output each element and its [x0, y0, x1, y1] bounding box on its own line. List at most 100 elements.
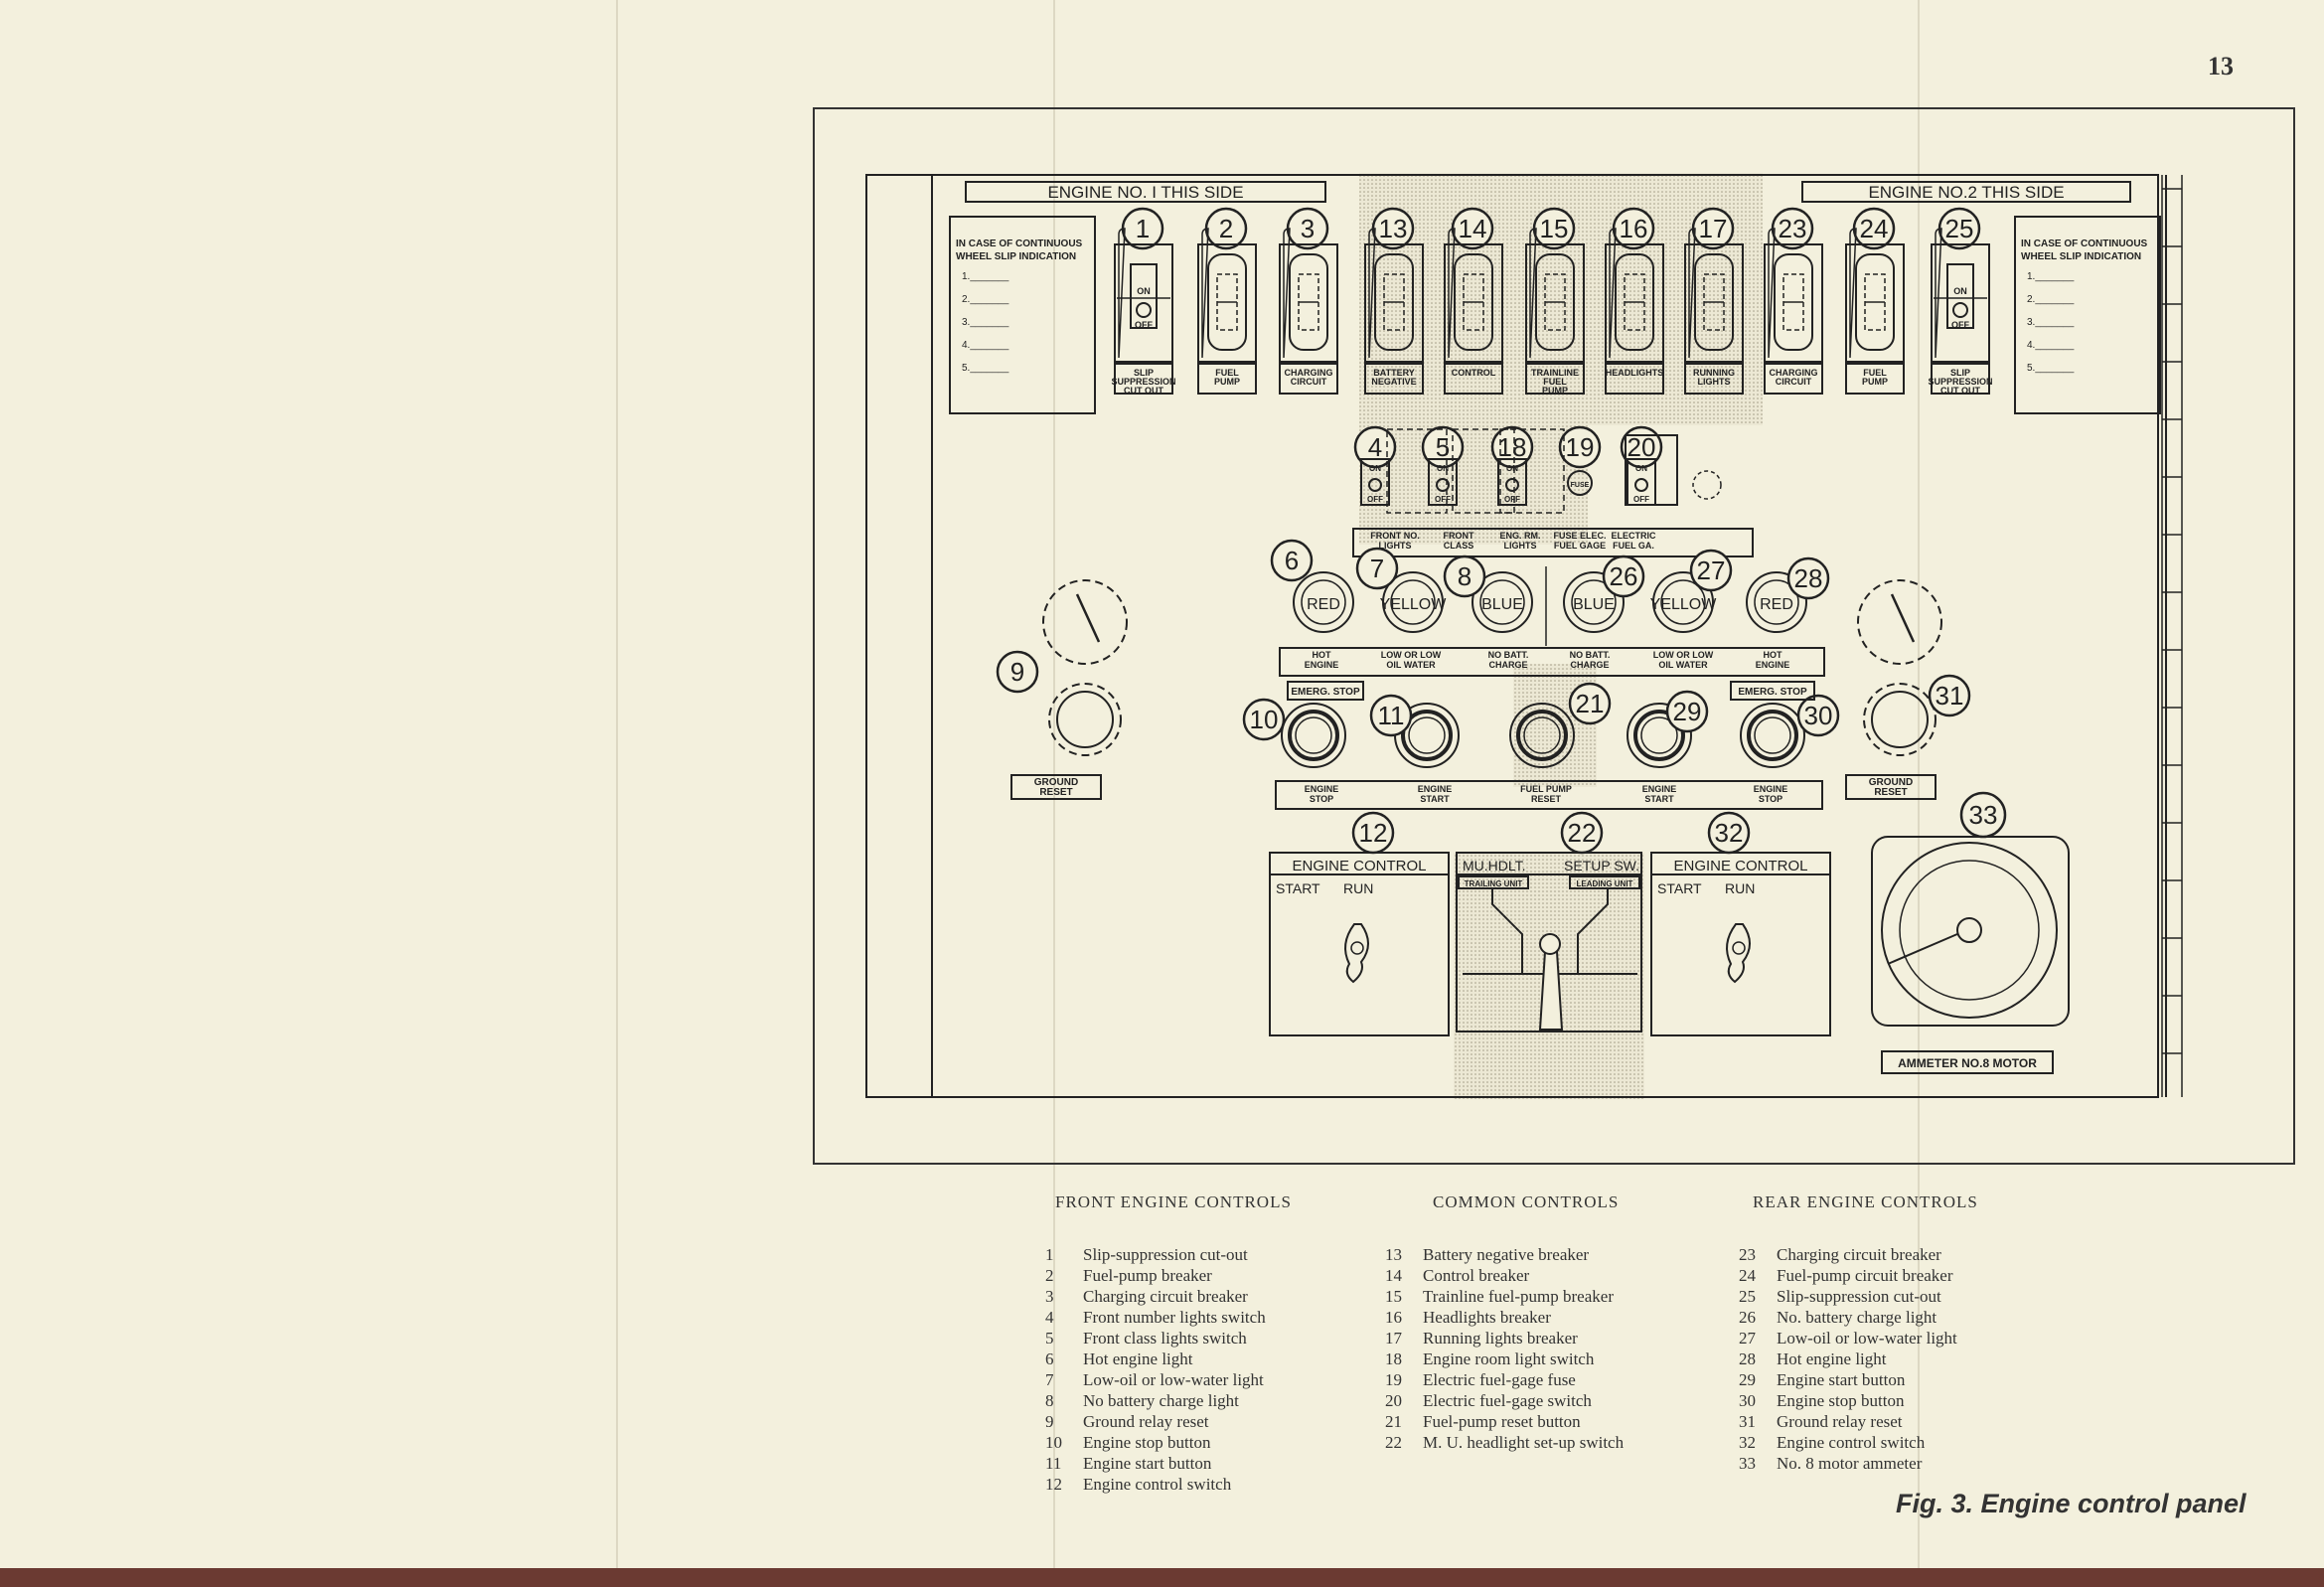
switch-plate: [1360, 458, 1390, 506]
legend-item-text: No. battery charge light: [1777, 1308, 1937, 1327]
ground-relay-gauge: [1857, 579, 1942, 665]
emerg-stop-label-box: [1730, 681, 1815, 701]
callout-number: 3: [1301, 214, 1315, 243]
button-inner: [1523, 716, 1561, 754]
breaker-bracket: [1118, 228, 1126, 359]
switch-off-label: OFF: [1435, 495, 1451, 504]
callout-number: 23: [1779, 214, 1807, 243]
legend-item-number: 20: [1385, 1391, 1402, 1410]
breaker-frame: [1605, 243, 1664, 363]
gauge-needle: [1075, 593, 1101, 643]
wheel-slip-item: 2._______: [962, 294, 1009, 305]
light-label: NO BATT.: [1488, 650, 1529, 660]
callout-number: 8: [1458, 561, 1472, 591]
toggle-knob: [1952, 302, 1968, 318]
button-label: ENGINE: [1754, 784, 1788, 794]
legend-item-number: 7: [1045, 1370, 1054, 1389]
wheel-slip-item: 5._______: [2027, 363, 2075, 374]
ground-reset-button: [1056, 691, 1114, 748]
emerg-stop-label-box: [1287, 681, 1364, 701]
legend-item-number: 14: [1385, 1266, 1402, 1285]
light-bezel: [1652, 571, 1714, 633]
breaker-frame: [1444, 243, 1503, 363]
switch-label: FUEL GA.: [1613, 541, 1654, 551]
legend-item-text: Engine stop button: [1083, 1433, 1211, 1452]
callout-circle: [1796, 694, 1840, 737]
button-bezel: [1281, 703, 1346, 768]
engine-control-box: [1650, 852, 1831, 1036]
breaker-label-box: [1764, 363, 1823, 395]
wheel-slip-item: 4._______: [2027, 340, 2075, 351]
light-lens: [1754, 579, 1799, 625]
wheel-slip-item: 3._______: [2027, 317, 2075, 328]
light-lens: [1571, 579, 1617, 625]
button-label: RESET: [1531, 794, 1562, 804]
run-label: RUN: [1725, 880, 1755, 896]
legend-item-number: 3: [1045, 1287, 1054, 1306]
switch-off-label: OFF: [1367, 495, 1383, 504]
switch-label: FRONT: [1444, 531, 1474, 541]
callout-circle: [1490, 425, 1534, 469]
button-label: ENGINE: [1642, 784, 1677, 794]
legend-item-text: Battery negative breaker: [1423, 1245, 1590, 1264]
legend-item-text: Trainline fuel-pump breaker: [1423, 1287, 1614, 1306]
breaker-label: CONTROL: [1452, 368, 1496, 378]
legend-item-number: 32: [1739, 1433, 1756, 1452]
legend-item-number: 26: [1739, 1308, 1756, 1327]
breaker-label-box: [1931, 363, 1990, 395]
light-lens: [1660, 579, 1706, 625]
legend-item-text: Headlights breaker: [1423, 1308, 1551, 1327]
light-color-label: BLUE: [1573, 596, 1615, 613]
callout-circle: [1620, 425, 1663, 469]
callout-number: 32: [1715, 818, 1744, 848]
switch-on-label: ON: [1635, 464, 1647, 473]
start-label: START: [1276, 880, 1320, 896]
callout-circle: [1665, 690, 1709, 733]
button-inner: [1640, 716, 1678, 754]
engine-control-handle: [1344, 923, 1369, 984]
breaker-label-box: [1197, 363, 1257, 395]
light-bezel: [1382, 571, 1444, 633]
toggle-knob: [1368, 478, 1382, 492]
breaker-bracket: [1768, 228, 1776, 359]
switch-on-label: ON: [1369, 464, 1381, 473]
legend-item-text: Slip-suppression cut-out: [1083, 1245, 1248, 1264]
light-bezel: [1746, 571, 1807, 633]
engine-control-handle: [1726, 923, 1751, 984]
fuse-holder: [1567, 470, 1593, 496]
legend-front-title: FRONT ENGINE CONTROLS: [1055, 1192, 1292, 1211]
button-cap: [1633, 710, 1685, 761]
breaker-slot: [1207, 253, 1247, 351]
callout-number: 21: [1576, 689, 1605, 718]
callout-circle: [1558, 425, 1602, 469]
button-label: START: [1644, 794, 1674, 804]
callout-number: 6: [1285, 546, 1299, 575]
breaker-label: LIGHTS: [1698, 377, 1731, 387]
mu-title-left: MU.HDLT.: [1463, 858, 1526, 873]
page-edge-stain: [0, 1568, 2324, 1587]
legend-item-text: Front class lights switch: [1083, 1329, 1247, 1348]
callout-number: 29: [1673, 697, 1702, 726]
legend-item-text: Engine room light switch: [1423, 1349, 1595, 1368]
toggle-knob: [1136, 302, 1152, 318]
light-label: CHARGE: [1570, 660, 1609, 670]
engine-control-title: ENGINE CONTROL: [1292, 858, 1426, 874]
legend-item-text: Front number lights switch: [1083, 1308, 1266, 1327]
callout-number: 15: [1540, 214, 1569, 243]
light-label: LOW OR LOW: [1653, 650, 1714, 660]
mu-switch-pivot: [1539, 933, 1561, 955]
button-inner: [1408, 716, 1446, 754]
fuse-label: FUSE: [1571, 482, 1590, 489]
light-label: LOW OR LOW: [1381, 650, 1442, 660]
